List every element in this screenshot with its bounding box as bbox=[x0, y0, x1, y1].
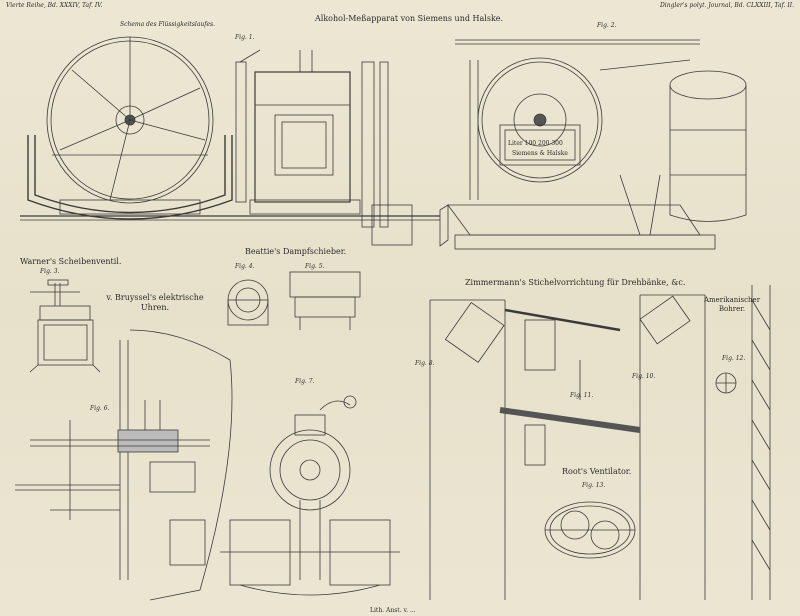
fig-2-label: Fig. 2. bbox=[597, 22, 617, 29]
fig-4-label: Fig. 4. bbox=[235, 263, 255, 270]
fig8-11-frames-drawing bbox=[429, 294, 706, 600]
fig-6-label: Fig. 6. bbox=[90, 405, 110, 412]
fig-8-label: Fig. 8. bbox=[415, 360, 435, 367]
schema-label: Schema des Flüssigkeitslaufes. bbox=[120, 21, 216, 28]
fig-3-label: Fig. 3. bbox=[40, 268, 60, 275]
fig7-mechanism-drawing bbox=[220, 395, 400, 596]
footer-imprint: Lith. Anst. v. ... bbox=[370, 607, 416, 614]
fig1-tank-drawing bbox=[235, 49, 413, 246]
dial-text-1: Liter 100 200 300 bbox=[508, 140, 563, 147]
amerikanisch-title: Amerikanischer Bohrer. bbox=[703, 296, 761, 313]
fig13-root-drawing bbox=[544, 501, 636, 559]
fig12-drill-drawing bbox=[715, 285, 771, 600]
dial-text-2: Siemens & Halske bbox=[512, 150, 568, 157]
bruyssel-title: v. Bruyssel's elektrische Uhren. bbox=[106, 293, 204, 312]
header-center-title: Alkohol-Meßapparat von Siemens und Halsk… bbox=[315, 14, 504, 23]
warner-title: Warner's Scheibenventil. bbox=[20, 257, 122, 266]
fig-11-label: Fig. 11. bbox=[570, 392, 594, 399]
header-right: Dingler's polyt. Journal, Bd. CLXXIII, T… bbox=[660, 2, 795, 9]
zimmermann-title: Zimmermann's Stichelvorrichtung für Dreh… bbox=[465, 278, 686, 287]
fig-12-label: Fig. 12. bbox=[722, 355, 746, 362]
fig2-apparatus-drawing bbox=[439, 39, 747, 250]
fig4-5-beattie-drawing bbox=[227, 271, 361, 330]
fig-10-label: Fig. 10. bbox=[632, 373, 656, 380]
root-title: Root's Ventilator. bbox=[562, 467, 632, 476]
fig6-clock-drawing bbox=[15, 329, 233, 601]
fig-13-label: Fig. 13. bbox=[582, 482, 606, 489]
fig1-wheel-drawing bbox=[20, 36, 440, 221]
beattie-title: Beattie's Dampfschieber. bbox=[245, 247, 347, 256]
fig-1-label: Fig. 1. bbox=[235, 34, 255, 41]
fig3-warner-drawing bbox=[29, 279, 101, 373]
fig-5-label: Fig. 5. bbox=[305, 263, 325, 270]
fig-7-label: Fig. 7. bbox=[295, 378, 315, 385]
header-left: Vierte Reihe, Bd. XXXIV, Taf. IV. bbox=[6, 2, 103, 9]
